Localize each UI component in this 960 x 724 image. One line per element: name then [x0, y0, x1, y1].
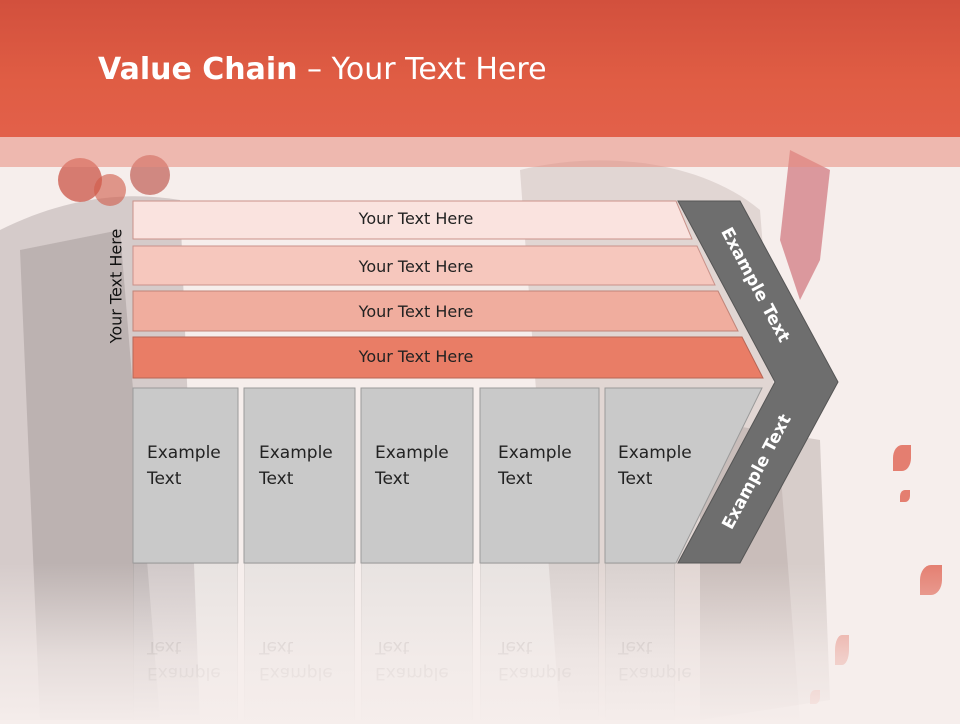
column-label-2-line2: Text: [259, 469, 294, 489]
column-label-4-line1: Example: [498, 443, 572, 463]
column-label-5-line2: Text: [618, 469, 653, 489]
column-box-4: [479, 387, 600, 564]
column-label-1-line2: Text: [147, 469, 182, 489]
column-label-5-line1: Example: [618, 443, 692, 463]
column-label-3-line1: Example: [375, 443, 449, 463]
column-label-1-line1: Example: [147, 443, 221, 463]
row-label-3: Your Text Here: [358, 302, 474, 321]
column-label-4-line2: Text: [498, 469, 533, 489]
row-bar-3: [132, 290, 739, 332]
row-label-1: Your Text Here: [358, 209, 474, 228]
title-bar: [0, 0, 960, 137]
petal: [893, 445, 911, 471]
column-box-1: [132, 387, 239, 564]
column-box-3: [360, 387, 474, 564]
reflection-fade: [0, 563, 960, 720]
row-bar-2: [132, 245, 716, 286]
column-box-2: [243, 387, 356, 564]
row-bar-1: [132, 200, 693, 240]
column-label-3-line2: Text: [375, 469, 410, 489]
row-label-4: Your Text Here: [358, 347, 474, 366]
petal: [900, 490, 910, 502]
title-rest: – Your Text Here: [297, 52, 547, 87]
page-title: Value Chain – Your Text Here: [98, 52, 547, 87]
title-bold: Value Chain: [98, 52, 298, 87]
column-label-2-line1: Example: [259, 443, 333, 463]
row-bar-4: [132, 336, 764, 379]
title-band: [0, 137, 960, 167]
row-label-2: Your Text Here: [358, 257, 474, 276]
